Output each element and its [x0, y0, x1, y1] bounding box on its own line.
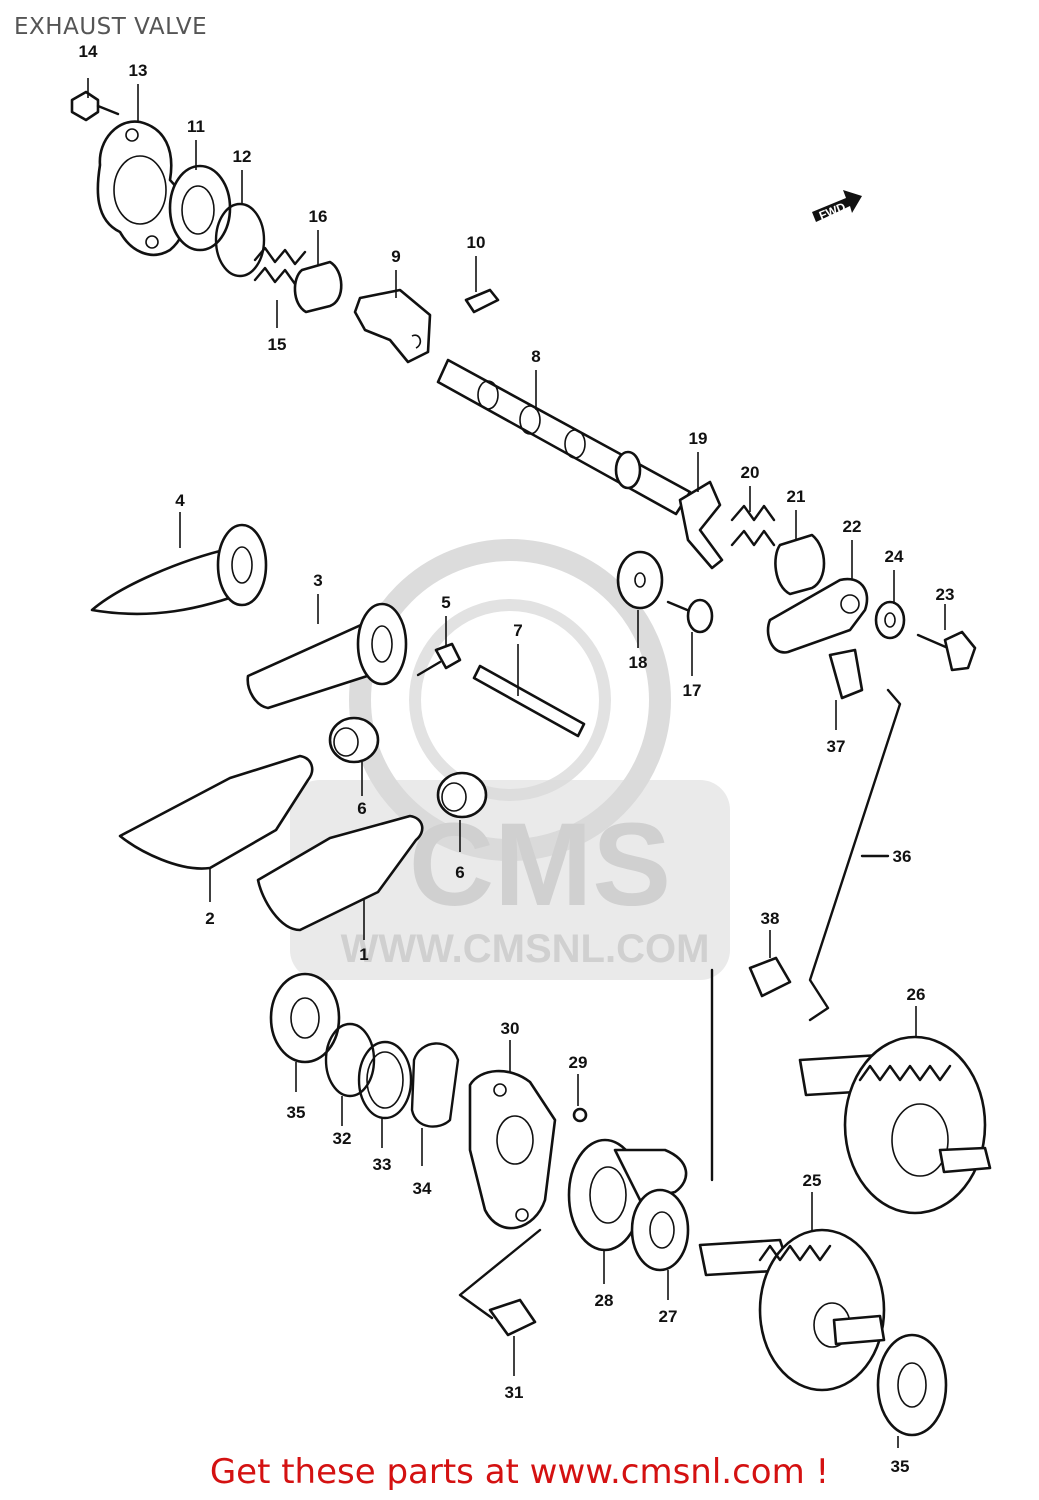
- part-label: 10: [467, 233, 486, 252]
- part-label: 11: [187, 117, 205, 136]
- part-label: 33: [373, 1155, 392, 1174]
- part-24-washer: [874, 600, 906, 640]
- part-label: 23: [936, 585, 955, 604]
- part-label: 7: [513, 621, 522, 640]
- part-label: 9: [391, 247, 400, 266]
- forward-arrow-icon: FWD: [812, 190, 862, 223]
- part-38-clip: [748, 956, 792, 998]
- part-14-bolt: [70, 90, 120, 122]
- part-label: 12: [233, 147, 252, 166]
- part-16-sleeve: [293, 260, 343, 314]
- watermark-brand: CMS: [409, 799, 671, 931]
- part-32-circlip: [324, 1022, 376, 1098]
- part-19-spring-bracket: [678, 480, 724, 570]
- part-label: 13: [129, 61, 148, 80]
- part-label: 8: [531, 347, 540, 366]
- part-label: 6: [455, 863, 464, 882]
- footer-link-text[interactable]: Get these parts at www.cmsnl.com !: [209, 1452, 830, 1492]
- part-11-oil-seal: [168, 164, 232, 252]
- part-label: 15: [268, 335, 287, 354]
- part-6-bush-lower: [436, 771, 488, 819]
- watermark-url: WWW.CMSNL.COM: [341, 927, 710, 971]
- part-label: 25: [803, 1171, 822, 1190]
- part-label: 37: [827, 737, 846, 756]
- part-25-gear: [698, 1228, 886, 1392]
- part-2-valve: [118, 754, 314, 870]
- part-20-spring: [730, 504, 776, 547]
- part-label: 5: [441, 593, 450, 612]
- part-labels: 14 13 11 12 16 10 9 15 8 19 20 21 22 4 3…: [79, 42, 955, 1476]
- part-30-plate: [468, 1069, 557, 1230]
- part-35-bearing-lower: [876, 1333, 948, 1437]
- part-3-valve: [246, 602, 408, 710]
- part-29-ball: [572, 1107, 588, 1123]
- part-label: 27: [659, 1307, 678, 1326]
- forward-label: FWD: [817, 199, 848, 222]
- part-1-valve: [256, 814, 424, 932]
- watermark: CMS WWW.CMSNL.COM: [290, 539, 730, 980]
- part-17-screw: [666, 598, 714, 634]
- part-33-seal: [357, 1040, 413, 1120]
- part-26-gear: [798, 1035, 992, 1215]
- part-18-washer: [616, 550, 664, 610]
- part-label: 35: [287, 1103, 306, 1122]
- part-13-flange: [96, 120, 188, 256]
- part-label: 38: [761, 909, 780, 928]
- part-label: 32: [333, 1129, 352, 1148]
- part-label: 34: [413, 1179, 432, 1198]
- part-31-screw: [488, 1298, 537, 1337]
- part-21-collar: [774, 533, 826, 596]
- leader-line: [458, 1228, 542, 1320]
- part-37-clip: [828, 648, 864, 700]
- part-label: 16: [309, 207, 328, 226]
- part-label: 35: [891, 1457, 910, 1476]
- part-9-bracket: [353, 288, 432, 364]
- part-7-pin: [472, 664, 586, 738]
- part-4-valve: [90, 523, 268, 616]
- part-label: 24: [885, 547, 904, 566]
- part-10-screw: [464, 288, 500, 314]
- page-title: EXHAUST VALVE: [14, 14, 208, 40]
- part-label: 30: [501, 1019, 520, 1038]
- part-label: 26: [907, 985, 926, 1004]
- part-label: 29: [569, 1053, 588, 1072]
- part-label: 20: [741, 463, 760, 482]
- part-27-oil-seal: [630, 1188, 690, 1272]
- leader-lines: [87, 78, 946, 1448]
- part-label: 28: [595, 1291, 614, 1310]
- part-12-circlip: [214, 202, 266, 278]
- part-label: 17: [683, 681, 702, 700]
- part-34-gasket: [410, 1042, 460, 1128]
- part-label: 4: [175, 491, 185, 510]
- part-label: 18: [629, 653, 648, 672]
- part-36-rod: [808, 688, 902, 1022]
- part-label: 19: [689, 429, 708, 448]
- part-label: 21: [787, 487, 806, 506]
- part-8-shaft: [436, 358, 692, 516]
- part-23-bolt: [916, 630, 977, 672]
- part-label: 1: [359, 945, 368, 964]
- part-label: 2: [205, 909, 214, 928]
- part-label: 36: [893, 847, 912, 866]
- part-35-bearing-upper: [269, 972, 341, 1064]
- part-label: 3: [313, 571, 322, 590]
- part-28-pulley: [567, 1138, 688, 1252]
- part-label: 31: [505, 1383, 524, 1402]
- part-label: 22: [843, 517, 862, 536]
- part-label: 6: [357, 799, 366, 818]
- part-label: 14: [79, 42, 98, 61]
- part-6-bush-upper: [328, 716, 380, 764]
